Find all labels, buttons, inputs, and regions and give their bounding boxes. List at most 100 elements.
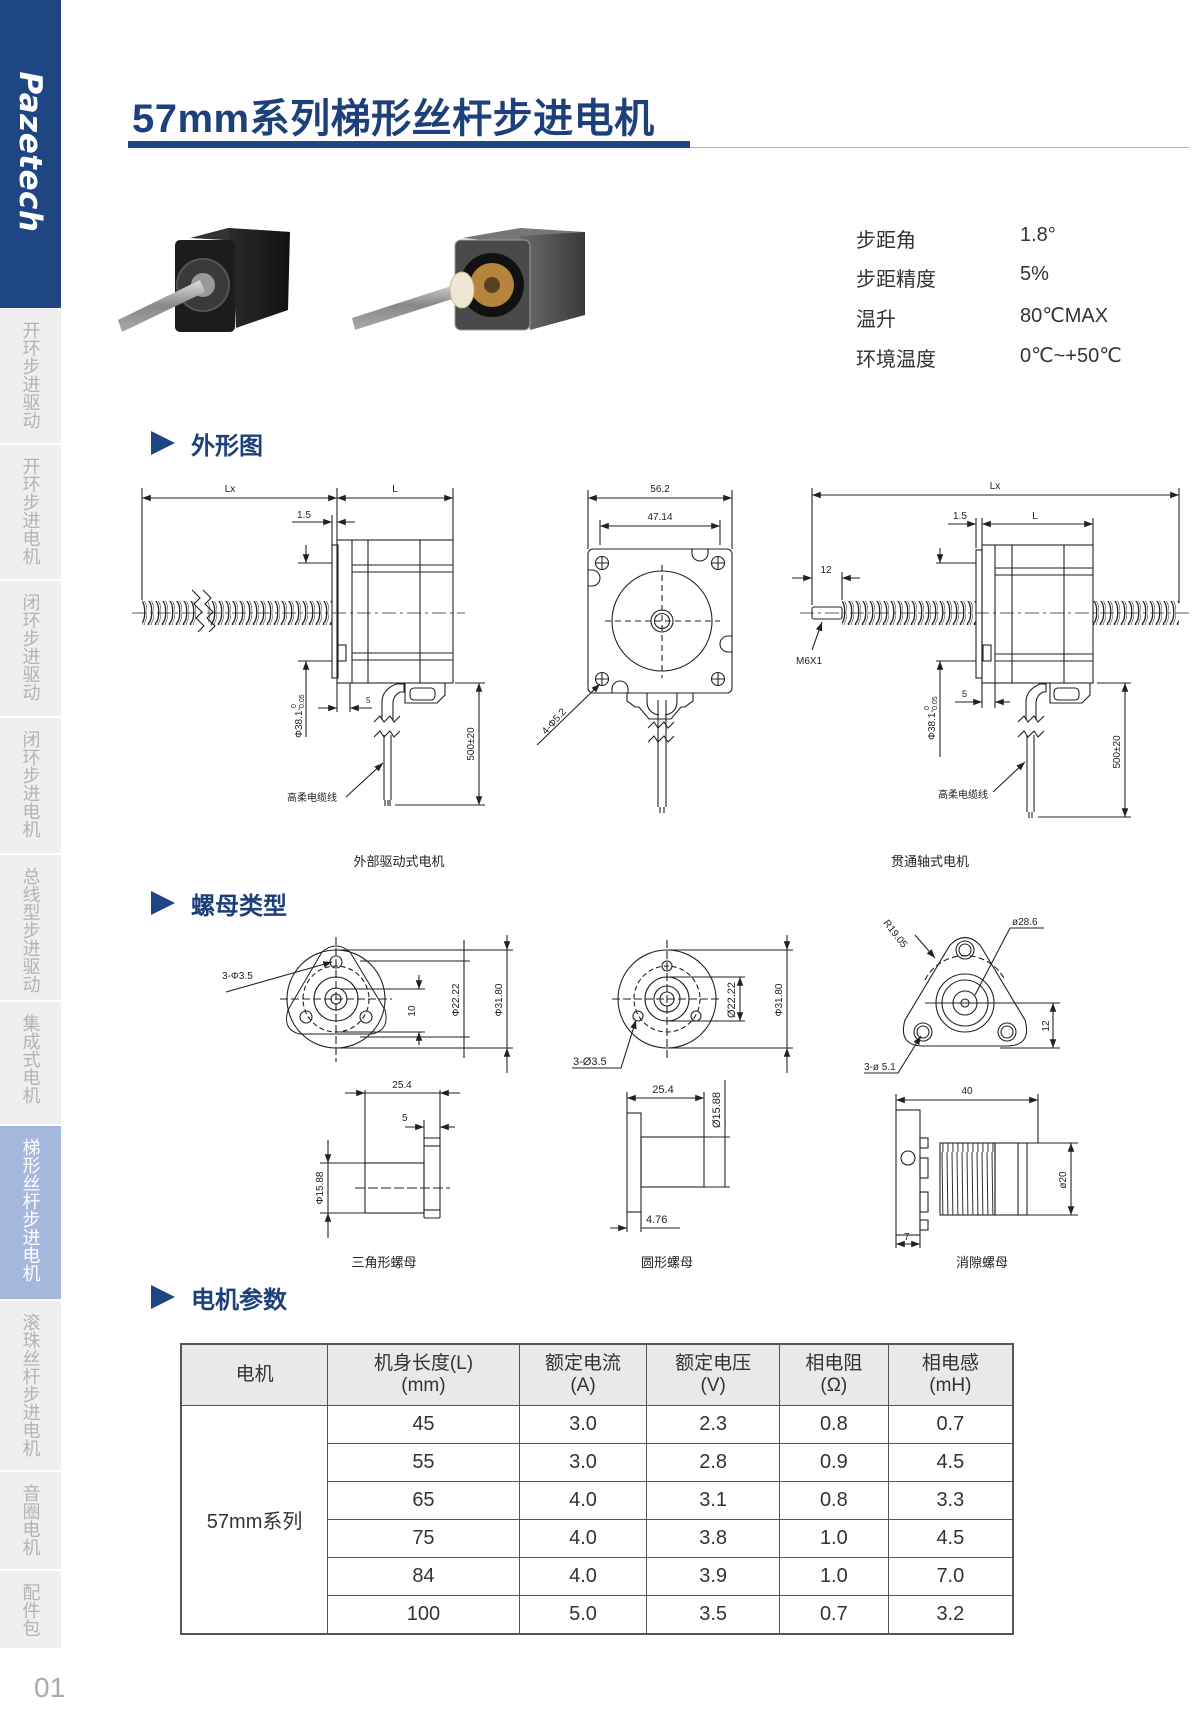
sidebar-item-voice-coil-motor[interactable]: 音圈电机 bbox=[0, 1472, 61, 1571]
sidebar-item-open-loop-motor[interactable]: 开环步进电机 bbox=[0, 445, 61, 581]
page-title: 57mm系列梯形丝杆步进电机 bbox=[132, 97, 655, 141]
drawing-caption: 外部驱动式电机 bbox=[353, 854, 444, 869]
sidebar-item-label: 配件包 bbox=[20, 1583, 41, 1637]
nut-caption: 消隙螺母 bbox=[956, 1255, 1008, 1270]
sidebar-item-label: 集成式电机 bbox=[20, 1014, 41, 1104]
dim-inner-dia: Ø22.22 bbox=[726, 982, 738, 1018]
header-unit: (mm) bbox=[401, 1375, 446, 1396]
spec-value: 1.8° bbox=[1020, 224, 1056, 246]
header-unit: (A) bbox=[570, 1375, 596, 1396]
triangle-bullet-icon bbox=[151, 1285, 175, 1309]
title-underline bbox=[128, 141, 690, 148]
dim-holes: 3-ø 5.1 bbox=[864, 1062, 896, 1073]
table-cell: 65 bbox=[327, 1481, 520, 1520]
dim-l: L bbox=[1032, 511, 1038, 522]
sidebar-item-bus-driver[interactable]: 总线型步进驱动 bbox=[0, 855, 61, 1002]
section-title: 外形图 bbox=[191, 432, 263, 460]
table-cell: 1.0 bbox=[778, 1519, 889, 1558]
table-cell: 5.0 bbox=[518, 1595, 648, 1635]
sidebar-item-closed-loop-driver[interactable]: 闭环步进驱动 bbox=[0, 581, 61, 718]
header-unit: (mH) bbox=[929, 1375, 972, 1396]
dim-stub: 12 bbox=[820, 565, 832, 576]
table-cell: 100 bbox=[327, 1595, 520, 1635]
motor-photo-external bbox=[118, 228, 290, 332]
table-cell: 4.0 bbox=[518, 1481, 648, 1520]
sidebar-item-integrated-motor[interactable]: 集成式电机 bbox=[0, 1002, 61, 1126]
spec-value: 0℃~+50℃ bbox=[1020, 345, 1122, 367]
series-cell: 57mm系列 bbox=[180, 1405, 329, 1635]
header-label: 电机 bbox=[235, 1364, 274, 1385]
table-cell: 3.5 bbox=[646, 1595, 780, 1635]
dim-flange: 7 bbox=[904, 1232, 910, 1243]
dim-width: 56.2 bbox=[650, 484, 670, 495]
table-cell: 0.8 bbox=[778, 1405, 889, 1444]
table-cell: 3.0 bbox=[518, 1443, 648, 1482]
sidebar-item-label: 闭环步进驱动 bbox=[20, 593, 41, 701]
sidebar-item-label: 梯形丝杆步进电机 bbox=[20, 1138, 41, 1282]
sidebar-item-trapezoidal-screw-motor[interactable]: 梯形丝杆步进电机 bbox=[0, 1126, 61, 1301]
sidebar-item-label: 音圈电机 bbox=[20, 1484, 41, 1556]
triangle-bullet-icon bbox=[151, 431, 175, 455]
dim-outer-dia: Φ31.80 bbox=[494, 983, 505, 1016]
spec-label: 步距精度 bbox=[856, 269, 936, 291]
sidebar-item-open-loop-driver[interactable]: 开环步进驱动 bbox=[0, 309, 61, 445]
table-cell: 3.9 bbox=[646, 1557, 780, 1596]
drawing-round-nut-side: 25.4 Ø15.88 4.76 圆形螺母 bbox=[610, 1080, 730, 1270]
table-header-row: 电机 机身长度(L)(mm) 额定电流(A) 额定电压(V) 相电阻(Ω) 相电… bbox=[180, 1343, 1014, 1406]
dim-gap: 1.5 bbox=[297, 510, 311, 521]
cable-label: 高柔电缆线 bbox=[287, 791, 337, 804]
spec-label: 环境温度 bbox=[856, 349, 936, 371]
header-label: 额定电流 bbox=[545, 1353, 622, 1374]
sidebar-item-ball-screw-motor[interactable]: 滚珠丝杆步进电机 bbox=[0, 1301, 61, 1472]
spec-label: 温升 bbox=[856, 309, 896, 331]
drawing-caption: 贯通轴式电机 bbox=[891, 854, 969, 869]
dim-five: 5 bbox=[366, 696, 371, 705]
dim-twelve: 12 bbox=[1041, 1020, 1052, 1032]
table-cell: 0.8 bbox=[778, 1481, 889, 1520]
spec-row: 环境温度 0℃~+50℃ bbox=[856, 343, 1156, 373]
sidebar-item-label: 闭环步进电机 bbox=[20, 730, 41, 838]
page-number: 01 bbox=[34, 1672, 66, 1703]
drawing-anti-backlash-nut-side: 40 ø20 7 消隙螺母 bbox=[895, 1086, 1078, 1270]
table-cell: 3.0 bbox=[518, 1405, 648, 1444]
spec-row: 温升 80℃MAX bbox=[856, 303, 1156, 333]
column-header-current: 额定电流(A) bbox=[518, 1343, 648, 1406]
table-cell: 55 bbox=[327, 1443, 520, 1482]
dim-flange: 5 bbox=[402, 1113, 408, 1124]
table-cell: 75 bbox=[327, 1519, 520, 1558]
sidebar: Pazetech 开环步进驱动 开环步进电机 闭环步进驱动 闭环步进电机 总线型… bbox=[0, 0, 65, 1716]
title-rule bbox=[690, 147, 1189, 148]
sidebar-item-closed-loop-motor[interactable]: 闭环步进电机 bbox=[0, 718, 61, 855]
dim-holes: 3-Ø3.5 bbox=[573, 1056, 607, 1068]
sidebar-item-label: 滚珠丝杆步进电机 bbox=[20, 1313, 41, 1457]
dim-lx: Lx bbox=[990, 481, 1001, 492]
header-label: 相电阻 bbox=[805, 1353, 863, 1374]
triangle-bullet-icon bbox=[151, 891, 175, 915]
dim-cable-length: 500±20 bbox=[1112, 735, 1123, 769]
sidebar-item-label: 开环步进驱动 bbox=[20, 321, 41, 429]
spec-value: 80℃MAX bbox=[1020, 305, 1109, 327]
header-label: 额定电压 bbox=[675, 1353, 752, 1374]
dim-five: 5 bbox=[962, 689, 967, 699]
section-header-nuts: 螺母类型 bbox=[151, 888, 287, 920]
table-cell: 3.3 bbox=[887, 1481, 1014, 1520]
technical-drawings: Lx L 1.5 Φ38.1- 0 0.05 5 500±20 bbox=[132, 481, 1192, 1270]
dim-flange-dia: Φ38.1- bbox=[294, 707, 305, 738]
table-cell: 0.9 bbox=[778, 1443, 889, 1482]
drawing-through-shaft-motor: Lx L 1.5 12 M6X1 Φ38.1- 0 0.05 5 bbox=[792, 481, 1192, 869]
sidebar-item-label: 总线型步进驱动 bbox=[20, 867, 41, 993]
table-cell: 7.0 bbox=[887, 1557, 1014, 1596]
sidebar-item-accessories[interactable]: 配件包 bbox=[0, 1571, 61, 1650]
section-title: 电机参数 bbox=[191, 1286, 287, 1314]
dim-length: 25.4 bbox=[392, 1080, 412, 1091]
dim-length: 25.4 bbox=[652, 1084, 673, 1096]
column-header-length: 机身长度(L)(mm) bbox=[327, 1343, 520, 1406]
dim-flange: 4.76 bbox=[646, 1214, 667, 1226]
column-header-resistance: 相电阻(Ω) bbox=[778, 1343, 889, 1406]
nut-caption: 圆形螺母 bbox=[641, 1255, 693, 1270]
drawing-round-nut-front: Ø22.22 Φ31.80 3-Ø3.5 bbox=[572, 935, 793, 1073]
